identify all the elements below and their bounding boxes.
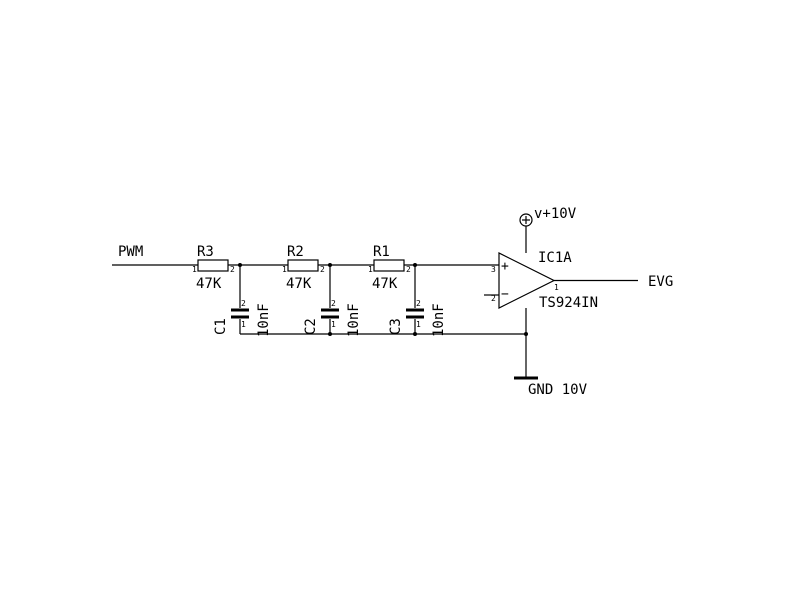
capacitor-c2-value: 10nF (346, 303, 362, 337)
capacitor-c3-value: 10nF (431, 303, 447, 337)
opamp-plus-sign: + (501, 259, 509, 274)
resistor-r1-pin1: 1 (368, 265, 373, 274)
opamp-part: TS924IN (539, 295, 598, 311)
junction-4 (328, 332, 332, 336)
pwm-net-label: PWM (118, 244, 143, 260)
supply-net-label: v+10V (534, 206, 577, 222)
resistor-r1-body (373, 259, 405, 272)
capacitor-c2-ref: C2 (303, 318, 319, 335)
opamp-ic1a: + − 3 2 1 IC1A TS924IN (484, 250, 598, 311)
resistor-r2-pin1: 1 (282, 265, 287, 274)
resistor-r1-pin2: 2 (406, 265, 411, 274)
capacitor-c1-pin1: 1 (241, 320, 246, 329)
resistor-r1-value: 47K (372, 276, 398, 292)
opamp-pin1: 1 (554, 283, 559, 292)
resistor-r2-body (287, 259, 319, 272)
resistor-r3-value: 47K (196, 276, 222, 292)
resistor-r1: R1 47K 1 2 (368, 244, 411, 292)
capacitor-c1-ref: C1 (213, 318, 229, 335)
ground-net-label: GND 10V (528, 382, 588, 398)
resistor-r3-pin1: 1 (192, 265, 197, 274)
evg-net-label: EVG (648, 274, 673, 290)
resistor-r3: R3 47K 1 2 (192, 244, 235, 292)
resistor-r2-ref: R2 (287, 244, 304, 260)
resistor-r2-pin2: 2 (320, 265, 325, 274)
resistor-r3-ref: R3 (197, 244, 214, 260)
opamp-pin3: 3 (491, 265, 496, 274)
resistor-r2: R2 47K 1 2 (282, 244, 325, 292)
resistor-r3-pin2: 2 (230, 265, 235, 274)
capacitor-c2-pin1: 1 (331, 320, 336, 329)
opamp-minus-sign: − (501, 287, 509, 302)
capacitor-c1: 2 1 C1 10nF (213, 265, 272, 337)
capacitor-c3-pin1: 1 (416, 320, 421, 329)
resistor-r1-ref: R1 (373, 244, 390, 260)
capacitor-c2: 2 1 C2 10nF (303, 265, 362, 337)
opamp-triangle (498, 252, 556, 309)
resistor-r2-value: 47K (286, 276, 312, 292)
resistor-r3-body (197, 259, 229, 272)
junction-5 (413, 332, 417, 336)
capacitor-c1-value: 10nF (256, 303, 272, 337)
capacitor-c2-pin2: 2 (331, 299, 336, 308)
capacitor-c1-pin2: 2 (241, 299, 246, 308)
capacitor-c3: 2 1 C3 10nF (388, 265, 447, 337)
opamp-pin2: 2 (491, 294, 496, 303)
opamp-ref: IC1A (538, 250, 572, 266)
capacitor-c3-ref: C3 (388, 318, 404, 335)
capacitor-c3-pin2: 2 (416, 299, 421, 308)
